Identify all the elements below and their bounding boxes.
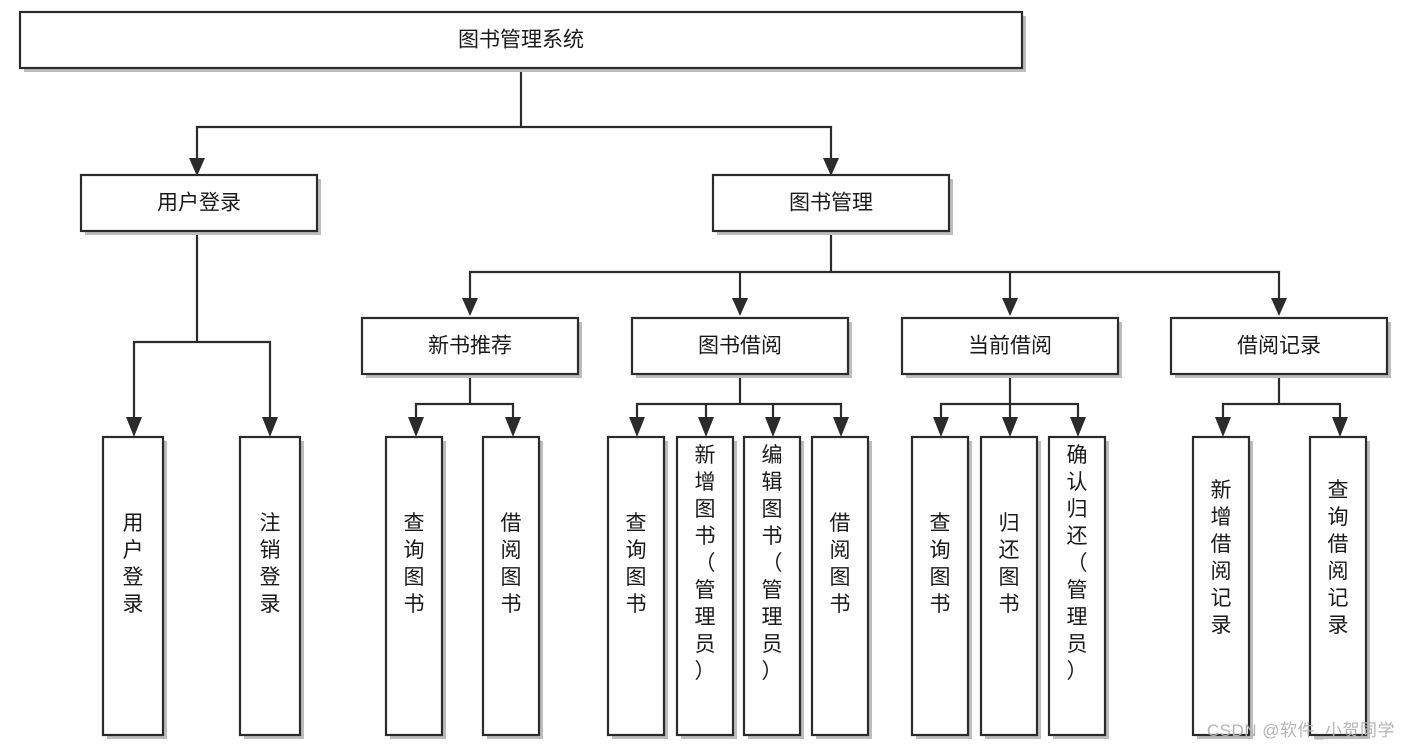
node-login[interactable]: 用户登录 [79,173,321,235]
node-borrow-label: 图书借阅 [698,335,782,358]
arrow-to-leaf-5 [629,417,645,437]
node-root-label: 图书管理系统 [458,29,584,52]
node-records-label: 借阅记录 [1237,335,1321,358]
connector-bookmgmt-bus [468,229,1281,302]
arrow-to-login [189,158,205,176]
node-leaf-10-label: 归还图书 [999,512,1020,616]
node-records[interactable]: 借阅记录 [1169,316,1391,378]
node-newbook-box [360,316,580,376]
arrow-to-leaf-8 [833,417,849,437]
node-leaf-2-label: 注销登录 [260,512,281,616]
node-leaf-3-box [384,435,444,737]
node-leaf-4-label: 借阅图书 [501,512,522,616]
node-login-label: 用户登录 [157,192,241,215]
node-leaf-6[interactable]: 新增图书（管理员） [675,435,737,739]
node-leaf-5-label: 查询图书 [626,512,647,616]
arrow-to-leaf-7 [765,417,781,437]
arrow-to-bookmgmt [823,158,839,176]
arrow-to-leaf-12 [1215,417,1231,437]
node-leaf-3-label: 查询图书 [404,512,425,616]
node-leaf-13[interactable]: 查询借阅记录 [1308,435,1370,739]
node-newbook-label: 新书推荐 [428,335,512,358]
node-leaf-2-box [238,435,302,737]
node-leaf-10-box [979,435,1039,737]
arrow-to-newbook [462,298,478,316]
node-leaf-1-box [101,435,165,737]
arrow-to-current [1002,298,1018,316]
node-borrow-box [630,316,850,376]
node-leaf-10[interactable]: 归还图书 [979,435,1041,739]
node-leaf-9-box [910,435,970,737]
arrow-to-records [1271,298,1287,316]
node-leaf-6-box [675,435,735,737]
arrow-to-leaf-4 [505,417,521,437]
arrow-to-borrow [732,298,748,316]
node-leaf-6-label: 新增图书（管理员） [695,444,716,683]
node-leaf-2[interactable]: 注销登录 [238,435,304,739]
connector-borrow-bus [635,372,843,421]
node-leaf-11-box [1047,435,1107,737]
node-current-label: 当前借阅 [968,335,1052,358]
node-login-box [79,173,319,233]
node-leaf-13-label: 查询借阅记录 [1328,479,1349,637]
node-newbook[interactable]: 新书推荐 [360,316,582,378]
arrow-to-leaf-13 [1332,417,1348,437]
csdn-watermark: CSDN @软件_小贺同学 [1206,721,1395,740]
node-leaf-7[interactable]: 编辑图书（管理员） [742,435,804,739]
connector-layer [126,66,1348,437]
node-current[interactable]: 当前借阅 [900,316,1122,378]
node-leaf-4-box [481,435,541,737]
node-records-box [1169,316,1389,376]
node-leaf-8[interactable]: 借阅图书 [810,435,872,739]
node-root-box [18,10,1024,70]
connector-newbook-bus [414,372,515,421]
arrow-to-leaf-6 [698,417,714,437]
node-leaf-12-box [1191,435,1251,737]
node-leaf-9-label: 查询图书 [930,512,951,616]
node-leaf-5[interactable]: 查询图书 [606,435,668,739]
node-bookmgmt-box [711,173,951,233]
node-borrow[interactable]: 图书借阅 [630,316,852,378]
node-leaf-11-label: 确认归还（管理员） [1067,444,1088,683]
node-leaf-8-label: 借阅图书 [830,512,851,616]
node-leaf-4[interactable]: 借阅图书 [481,435,543,739]
connector-login-bus [132,229,272,421]
node-root[interactable]: 图书管理系统 [18,10,1026,72]
node-leaf-1[interactable]: 用户登录 [101,435,167,739]
leaf-node-layer: 用户登录 注销登录 查询图书 借阅图书 查询图书 [101,435,1370,739]
node-bookmgmt-label: 图书管理 [789,192,873,215]
arrow-to-leaf-3 [408,417,424,437]
arrow-to-leaf-10 [1002,417,1018,437]
node-leaf-12-label: 新增借阅记录 [1211,479,1232,637]
connector-records-bus [1221,372,1342,421]
node-leaf-11[interactable]: 确认归还（管理员） [1047,435,1109,739]
node-leaf-5-box [606,435,666,737]
node-leaf-12[interactable]: 新增借阅记录 [1191,435,1253,739]
node-current-box [900,316,1120,376]
arrow-to-leaf-11 [1070,417,1086,437]
arrow-to-leaf-2 [262,417,278,437]
node-bookmgmt[interactable]: 图书管理 [711,173,953,235]
connector-root-bus [195,66,833,162]
node-leaf-7-box [742,435,802,737]
node-leaf-7-label: 编辑图书（管理员） [762,444,783,683]
arrow-to-leaf-9 [933,417,949,437]
node-leaf-8-box [810,435,870,737]
node-leaf-9[interactable]: 查询图书 [910,435,972,739]
connector-current-bus [939,372,1080,421]
node-leaf-1-label: 用户登录 [123,512,144,616]
node-leaf-3[interactable]: 查询图书 [384,435,446,739]
arrow-to-leaf-1 [126,417,142,437]
node-leaf-13-box [1308,435,1368,737]
